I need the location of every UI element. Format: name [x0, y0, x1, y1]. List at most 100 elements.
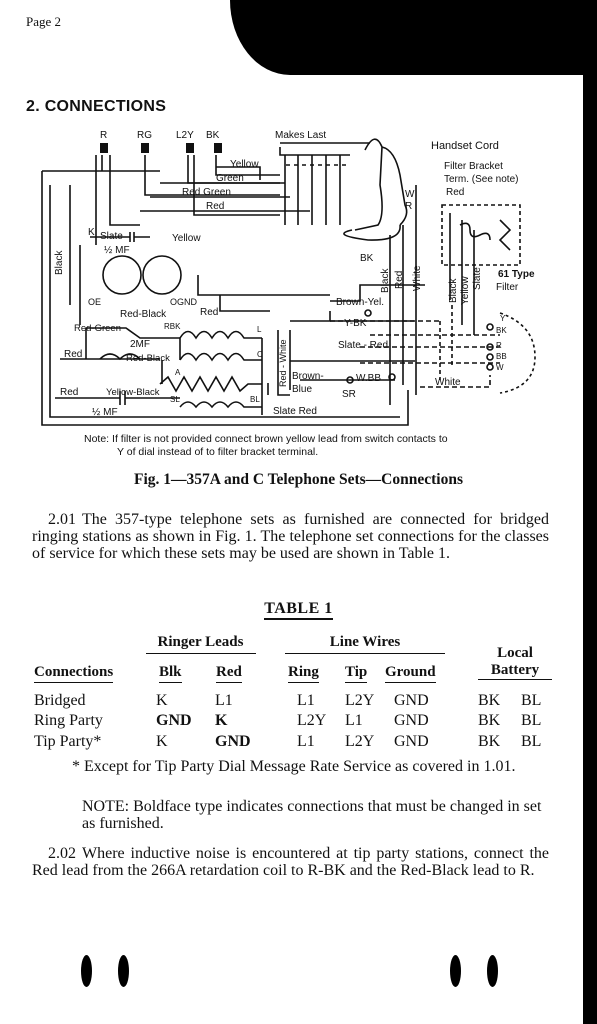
black-label: Black	[54, 250, 65, 275]
terminal-label: RG	[137, 130, 152, 141]
slate-red-label: Slate Red	[273, 406, 317, 417]
bk-handset-label: BK	[360, 253, 374, 264]
table-cell: L2Y	[345, 733, 375, 750]
w-bb-label: W.BB	[356, 373, 381, 384]
table-row-name: Bridged	[34, 692, 86, 709]
table-cell: K	[215, 712, 228, 729]
yellow-label: Yellow	[172, 233, 201, 244]
red-2-label: Red	[60, 387, 78, 398]
table-cell: L1	[215, 692, 233, 709]
filter-vertical-label: Black	[448, 278, 459, 303]
y-bk-label: Y-BK	[344, 318, 367, 329]
brown-blue-label: Brown-	[292, 371, 324, 382]
table-cell: BK	[478, 712, 501, 729]
gnd-label: OGND	[170, 297, 198, 307]
punch-hole	[81, 955, 92, 987]
makes-last-label: Makes Last	[275, 130, 326, 141]
group-ringer-leads: Ringer Leads	[157, 634, 244, 650]
rbk-label: RBK	[164, 322, 181, 331]
c-term-label: C	[257, 350, 263, 359]
table-cell: BK	[478, 692, 501, 709]
table-cell: K	[156, 733, 168, 750]
a-term-label: A	[175, 368, 181, 377]
half-mf-label: ½ MF	[104, 245, 130, 256]
sl-label: SL	[170, 395, 180, 404]
table-cell: BL	[521, 733, 542, 750]
table-cell: GND	[394, 712, 429, 729]
group-line-wires: Line Wires	[329, 634, 401, 650]
table-cell: L1	[297, 692, 315, 709]
note-line-1: If filter is not provided connect brown …	[112, 433, 448, 445]
filter-terminal-label: Y	[500, 314, 506, 323]
table-cell: L1	[297, 733, 315, 750]
filter-vertical-label: Slate	[472, 267, 483, 290]
wire-label: Red	[206, 201, 224, 212]
filter-terminal-label: W	[496, 363, 504, 372]
page-corner-shadow	[230, 0, 597, 75]
group-rule	[285, 653, 445, 654]
slate-red-mid-label: Slate - Red	[338, 340, 388, 351]
wiring-diagram: R RG L2Y BK Makes Last Handset Cord Filt…	[41, 130, 536, 426]
page-edge-shadow	[583, 70, 597, 1024]
table-row-name: Tip Party*	[34, 733, 102, 750]
table-cell: L2Y	[297, 712, 327, 729]
col-connections: Connections	[34, 664, 114, 683]
red-black-2-label: Red-Black	[126, 353, 170, 364]
white-label: White	[435, 377, 461, 388]
table-cell: GND	[394, 692, 429, 709]
paragraph-text: The 357-type telephone sets as furnished…	[32, 511, 549, 562]
red-label: Red	[200, 307, 218, 318]
note-label: Note:	[84, 433, 110, 445]
col-tip: Tip	[345, 664, 368, 683]
table-cell: L2Y	[345, 692, 375, 709]
col-ring: Ring	[288, 664, 319, 683]
paragraph-number: 2.02	[48, 845, 76, 862]
punch-hole	[487, 955, 498, 987]
col-blk: Blk	[159, 664, 182, 683]
wire-label: Green	[216, 173, 244, 184]
group-battery: Battery	[478, 662, 552, 680]
table-note: NOTE: Boldface type indicates connection…	[82, 798, 542, 832]
red-left-label: Red	[64, 349, 82, 360]
w-label: W	[405, 189, 415, 200]
filter-bracket-label: Term. (See note)	[444, 174, 518, 185]
r-label: R	[405, 201, 412, 212]
table-row-name: Ring Party	[34, 712, 103, 729]
page-number: Page 2	[26, 14, 62, 29]
bl-label: BL	[250, 395, 260, 404]
paragraph-number: 2.01	[48, 511, 76, 528]
filter-terminal-label: BK	[496, 326, 507, 335]
terminal-label: BK	[206, 130, 220, 141]
table-cell: BL	[521, 692, 542, 709]
red-white-label: Red - White	[278, 339, 288, 387]
wire-label: Red Green	[182, 187, 231, 198]
handset-vertical-label: White	[412, 265, 423, 291]
brown-yel-label: Brown-Yel.	[336, 297, 384, 308]
half-mf-bottom-label: ½ MF	[92, 407, 118, 418]
slate-label: Slate	[100, 231, 123, 242]
figure-note: Note: If filter is not provided connect …	[84, 433, 524, 459]
note-line-2: Y of dial instead of to filter bracket t…	[117, 446, 319, 458]
filter-type-label: Filter	[496, 282, 519, 293]
red-green-label: Red-Green	[74, 323, 121, 334]
filter-terminal-label: BB	[496, 352, 507, 361]
table-cell: GND	[156, 712, 192, 729]
filter-bracket-label: Filter Bracket	[444, 161, 503, 172]
section-heading: 2. CONNECTIONS	[26, 98, 167, 115]
handset-cord-label: Handset Cord	[431, 140, 499, 152]
table-cell: BL	[521, 712, 542, 729]
punch-hole	[450, 955, 461, 987]
group-rule	[146, 653, 256, 654]
filter-terminal-label: R	[496, 341, 502, 350]
sr-label: SR	[342, 389, 356, 400]
paragraph-text: Where inductive noise is encountered at …	[32, 845, 549, 879]
table-cell: L1	[345, 712, 363, 729]
col-red: Red	[216, 664, 242, 683]
group-local: Local	[497, 645, 533, 661]
filter-type-label: 61 Type	[498, 269, 535, 280]
handset-vertical-label: Red	[394, 271, 405, 289]
col-ground: Ground	[385, 664, 436, 683]
red-black-label: Red-Black	[120, 309, 167, 320]
